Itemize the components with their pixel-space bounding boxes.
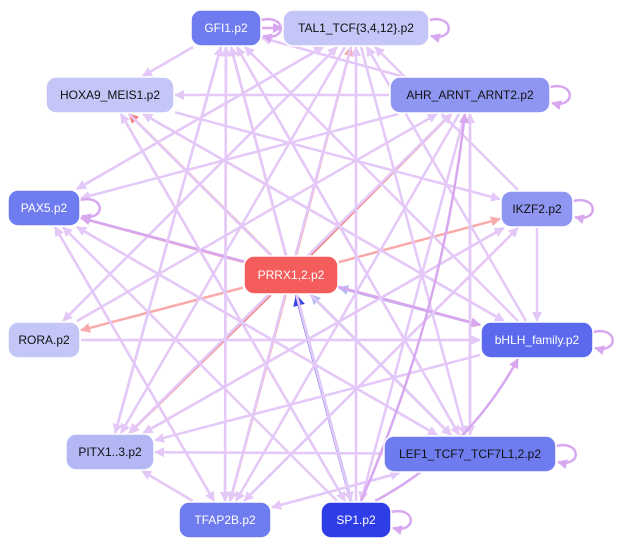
node-label: TAL1_TCF{3,4,12}.p2 [298, 21, 414, 35]
node-box [320, 501, 392, 539]
node-label: bHLH_family.p2 [495, 333, 580, 347]
node-tfap2b[interactable]: TFAP2B.p2 [178, 501, 272, 539]
node-label: AHR_ARNT_ARNT2.p2 [406, 88, 534, 102]
self-loop-sp1 [390, 509, 412, 536]
node-gfi1[interactable]: GFI1.p2 [190, 9, 262, 47]
edge-tfap2b-to-gfi1 [220, 46, 231, 502]
node-sp1[interactable]: SP1.p2 [320, 501, 392, 539]
edge-prrx1-to-ikzf2 [338, 216, 501, 264]
node-label: PITX1..3.p2 [78, 445, 142, 459]
node-label: PRRX1,2.p2 [258, 268, 325, 282]
edge-ahr-to-gfi1 [261, 35, 402, 78]
edge-lef1-to-pax5 [76, 225, 438, 437]
edge-tfap2b-to-lef1 [271, 470, 401, 509]
edge-tfap2b-to-ikzf2 [243, 227, 519, 502]
edge-sp1-to-hoxa9 [119, 113, 347, 502]
node-box [383, 435, 557, 473]
node-pitx1[interactable]: PITX1..3.p2 [65, 433, 155, 471]
edge-lef1-to-gfi1 [235, 46, 461, 436]
self-loop-bhlh [592, 329, 614, 356]
self-loop-ikzf2 [572, 198, 594, 225]
self-loop-lef1 [555, 443, 577, 470]
nodes-layer: GFI1.p2 TAL1_TCF{3,4,12}.p2HOXA9_MEIS1.p2… [7, 9, 594, 539]
edge-gfi1-to-hoxa9 [142, 45, 194, 78]
edge-lef1-to-pitx1 [154, 447, 384, 458]
node-pax5[interactable]: PAX5.p2 [7, 189, 81, 227]
node-label: TFAP2B.p2 [194, 513, 256, 527]
node-tal1[interactable]: TAL1_TCF{3,4,12}.p2 [282, 9, 430, 47]
node-rora[interactable]: RORA.p2 [7, 321, 81, 359]
node-label: IKZF2.p2 [512, 202, 562, 216]
node-box [243, 255, 339, 295]
node-bhlh[interactable]: bHLH_family.p2 [480, 321, 594, 359]
edge-tal1-to-lef1 [359, 46, 468, 436]
edge-rora-to-ahr [76, 112, 438, 323]
edge-pitx1-to-gfi1 [113, 46, 224, 434]
node-box [389, 76, 551, 114]
edge-sp1-to-ahr [359, 113, 469, 502]
edge-bhlh-to-pitx1 [154, 353, 481, 443]
self-loop-tal1 [428, 17, 450, 44]
node-box [282, 9, 430, 47]
edge-pitx1-to-ikzf2 [142, 226, 505, 435]
edge-ahr-to-pax5 [80, 112, 399, 201]
self-loop-ahr [549, 84, 571, 111]
node-box [480, 321, 594, 359]
edge-bhlh-to-hoxa9 [142, 112, 505, 323]
edge-pax5-to-tal1 [76, 45, 324, 191]
node-box [65, 433, 155, 471]
node-box [178, 501, 272, 539]
node-box [7, 189, 81, 227]
node-lef1[interactable]: LEF1_TCF7_TCF7L1,2.p2 [383, 435, 557, 473]
node-label: LEF1_TCF7_TCF7L1,2.p2 [399, 447, 541, 461]
edge-tfap2b-to-pax5 [53, 226, 216, 502]
node-label: SP1.p2 [336, 513, 376, 527]
edge-sp1-to-pax5 [62, 226, 338, 502]
node-prrx1[interactable]: PRRX1,2.p2 [243, 255, 339, 295]
node-box [190, 9, 262, 47]
node-label: PAX5.p2 [21, 201, 68, 215]
edge-tfap2b-to-pitx1 [141, 469, 194, 503]
node-label: GFI1.p2 [204, 21, 248, 35]
node-label: RORA.p2 [18, 333, 70, 347]
node-box [45, 76, 175, 114]
node-ahr[interactable]: AHR_ARNT_ARNT2.p2 [389, 76, 551, 114]
node-label: HOXA9_MEIS1.p2 [60, 88, 160, 102]
node-box [500, 190, 574, 228]
edges-layer [53, 17, 614, 536]
node-ikzf2[interactable]: IKZF2.p2 [500, 190, 574, 228]
node-box [7, 321, 81, 359]
edge-prrx1-to-rora [80, 286, 244, 333]
self-loop-gfi1 [260, 17, 282, 44]
self-loop-pax5 [79, 197, 101, 224]
node-hoxa9[interactable]: HOXA9_MEIS1.p2 [45, 76, 175, 114]
